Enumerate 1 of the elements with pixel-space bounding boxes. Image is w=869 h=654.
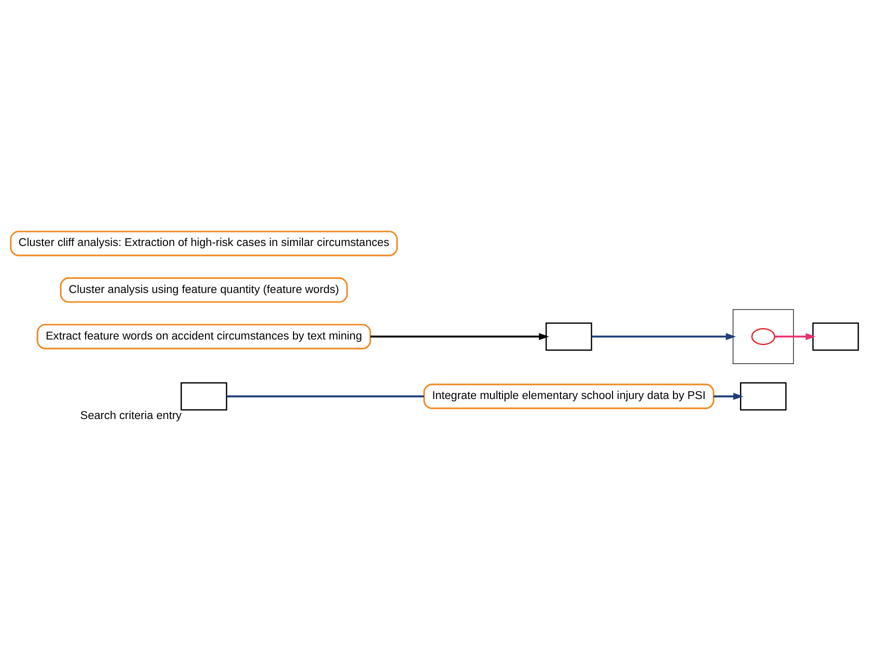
node-label: Search criteria entry	[80, 410, 182, 422]
